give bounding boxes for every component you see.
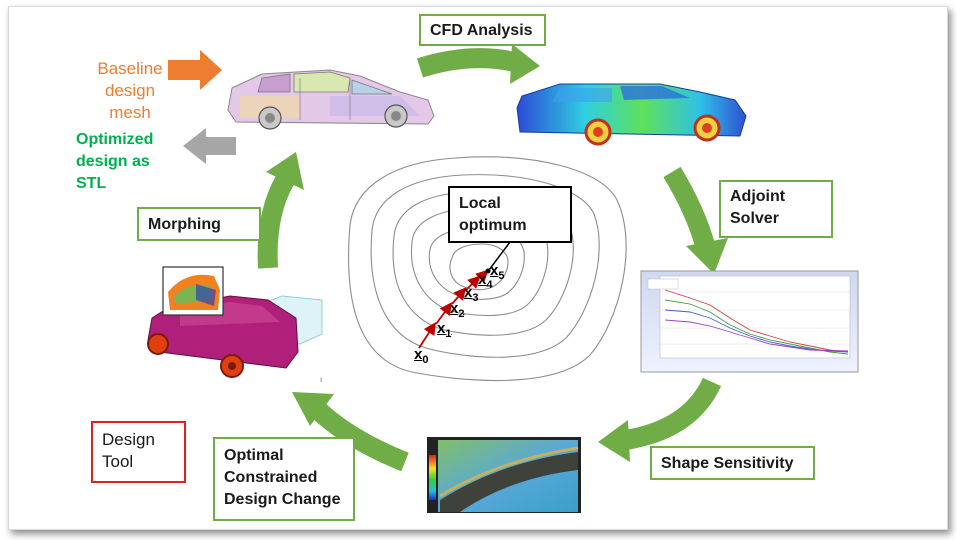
shape-sensitivity-image [427,437,581,513]
design-tool-box: Design Tool [91,421,186,483]
cycle-arrow-left-up [257,152,304,269]
iterate-x3: x3 [464,284,479,304]
adjoint-label-line2: Solver [730,210,779,227]
cycle-arrow-bottom-left [292,392,409,472]
shape-sensitivity-label: Shape Sensitivity [661,455,794,472]
cfd-analysis-box: CFD Analysis [419,14,546,46]
baseline-arrow [168,50,222,90]
morphing-box: Morphing [137,207,261,241]
cfd-analysis-label: CFD Analysis [430,22,533,39]
morphing-inset [162,266,224,316]
callout-pointer [488,241,511,271]
design-tool-label-line2: Tool [102,452,134,471]
cycle-arrow-bottom-right [598,377,722,462]
iterate-x4: x4 [478,271,493,291]
cfd-result-car [516,83,747,146]
optimal-design-change-box: Optimal Constrained Design Change [213,437,355,521]
optimized-label: Optimized design as STL [76,129,153,195]
optimal-label-line3: Design Change [224,491,341,508]
iterate-x2: x2 [450,300,465,320]
adjoint-solver-box: Adjoint Solver [719,180,833,238]
local-optimum-box: Local optimum [448,186,572,243]
baseline-mesh-car [227,69,435,130]
cycle-arrow-right-down [663,166,728,274]
optimal-label-line1: Optimal [224,447,284,464]
optimization-path [418,268,491,349]
baseline-label-line2: design mesh [104,81,156,122]
optimal-label-line2: Constrained [224,469,318,486]
iterate-x1: x1 [437,320,452,340]
iterate-x5: x5 [490,262,505,282]
optimized-arrow [183,128,236,164]
shape-sensitivity-box: Shape Sensitivity [650,446,815,480]
optimized-label-line2: design as [76,153,150,170]
morphing-label: Morphing [148,216,221,233]
optimized-label-line1: Optimized [76,131,154,148]
design-tool-label-line1: Design [102,430,155,449]
adjoint-label-line1: Adjoint [730,188,786,205]
baseline-label: Baseline design mesh [85,58,175,124]
iterate-x0: x0 [414,346,429,366]
local-optimum-line1: Local [459,195,501,212]
optimized-label-line3: STL [76,175,107,192]
stray-mark: ı [320,375,322,384]
local-optimum-line2: optimum [459,217,527,234]
cycle-arrow-top [416,44,540,84]
baseline-label-line1: Baseline [97,59,163,78]
adjoint-convergence-plot [640,270,859,373]
